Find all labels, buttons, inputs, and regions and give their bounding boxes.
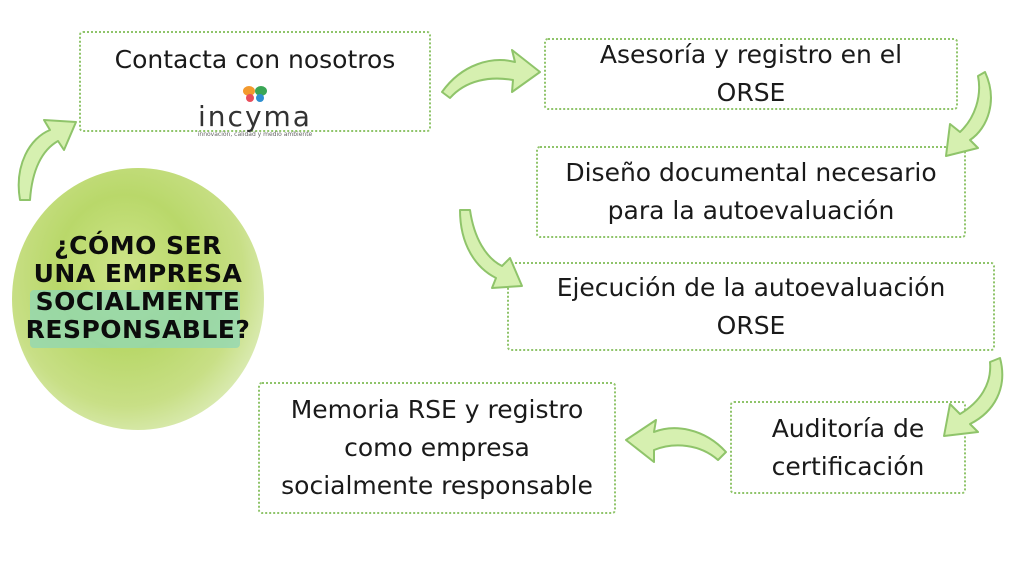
step-ejecucion-line-1: Ejecución de la autoevaluación [556,272,946,302]
incyma-logo: incyma innovación, calidad y medio ambie… [197,85,313,139]
step-diseno-box: Diseño documental necesario para la auto… [536,146,966,238]
arrow-to-asesoria [441,49,541,99]
title-line-4: RESPONSABLE? [25,315,251,344]
step-auditoria-line-2: certificación [771,451,925,481]
step-memoria-line-2: como empresa [344,433,530,462]
step-asesoria-box: Asesoría y registro en el ORSE [544,38,958,110]
arrow-to-contacta [17,119,77,201]
title-highlight [30,290,240,348]
title-line-3: SOCIALMENTE [35,287,241,316]
diagram-title: ¿CÓMO SER UNA EMPRESA SOCIALMENTE RESPON… [14,232,262,344]
arrow-to-memoria [625,419,727,463]
step-ejecucion-line-2: ORSE [716,310,786,340]
step-asesoria-line-2: ORSE [716,78,786,107]
logo-wordmark: incyma [198,100,312,133]
step-contacta-box: Contacta con nosotros incyma innovación,… [79,31,431,138]
butterfly-icon [243,86,267,102]
step-contacta-text: Contacta con nosotros [114,45,396,74]
step-diseno-line-1: Diseño documental necesario [565,158,937,187]
arrow-to-auditoria [943,357,1004,437]
title-line-1: ¿CÓMO SER [54,231,222,260]
logo-tagline: innovación, calidad y medio ambiente [197,131,313,138]
step-auditoria-box: Auditoría de certificación [730,401,966,494]
step-memoria-line-3: socialmente responsable [281,471,593,500]
step-asesoria-line-1: Asesoría y registro en el [599,40,903,69]
title-line-2: UNA EMPRESA [33,259,243,288]
step-ejecucion-box: Ejecución de la autoevaluación ORSE [507,262,995,351]
step-memoria-line-1: Memoria RSE y registro [290,395,584,424]
step-memoria-box: Memoria RSE y registro como empresa soci… [258,382,616,514]
arrow-to-ejecucion [459,209,523,289]
step-diseno-line-2: para la autoevaluación [607,196,895,225]
step-auditoria-line-1: Auditoría de [771,413,925,443]
arrow-to-diseno [945,71,992,157]
